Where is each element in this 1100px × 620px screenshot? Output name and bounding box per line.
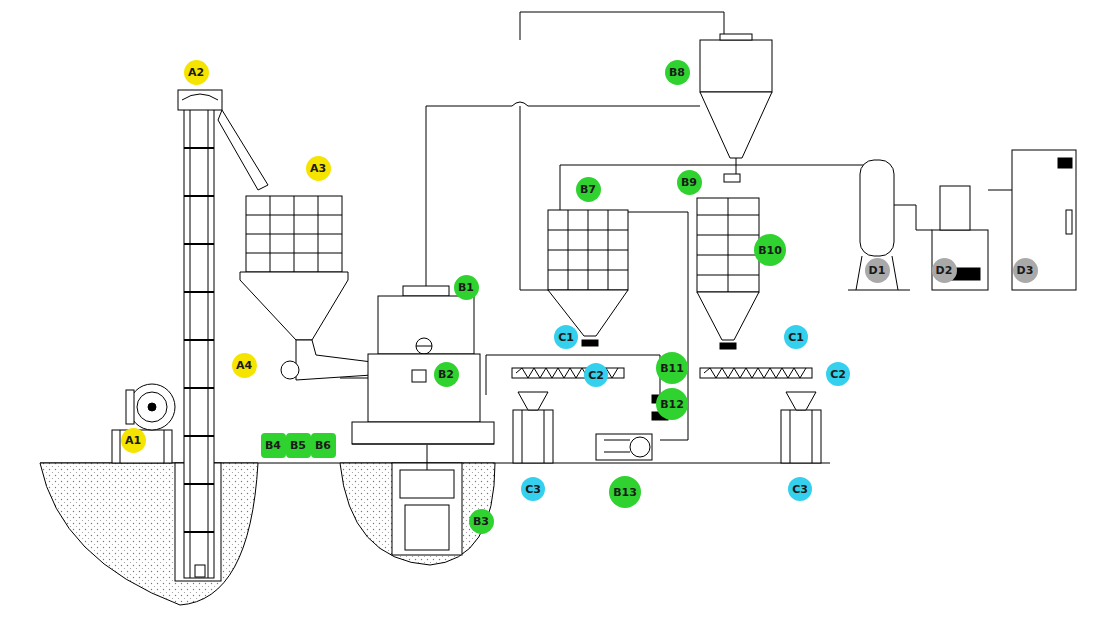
callout-number: D3 — [1013, 258, 1038, 283]
callout-number: B2 — [434, 362, 459, 387]
callout-text: B11 — [660, 363, 684, 374]
callout-text: C3 — [792, 484, 808, 495]
callout-number: B5 — [286, 433, 311, 458]
callout-text: B2 — [438, 369, 454, 380]
callout-number: A3 — [306, 156, 331, 181]
callout-text: A3 — [310, 163, 326, 174]
callout-number: B13 — [609, 476, 641, 508]
callout-number: B4 — [261, 433, 286, 458]
callout-text: B1 — [458, 282, 474, 293]
callout-number: C1 — [784, 325, 808, 349]
callout-text: B5 — [290, 440, 306, 451]
callout-text: C1 — [788, 332, 804, 343]
callout-number: C3 — [788, 477, 812, 501]
callout-number: B6 — [311, 433, 336, 458]
callout-text: C2 — [830, 369, 846, 380]
callout-number: B3 — [469, 509, 494, 534]
callout-text: B4 — [265, 440, 281, 451]
callout-text: B6 — [315, 440, 331, 451]
callout-number: A2 — [184, 60, 209, 85]
callout-text: B12 — [660, 399, 684, 410]
callout-text: B8 — [669, 67, 685, 78]
callout-number: B12 — [656, 388, 688, 420]
callout-text: D2 — [936, 265, 953, 276]
callout-number: B10 — [754, 234, 786, 266]
callout-text: B13 — [613, 487, 637, 498]
callout-number: A4 — [232, 353, 257, 378]
callout-text: C2 — [588, 370, 604, 381]
callout-number: D1 — [865, 258, 890, 283]
callout-text: B7 — [580, 184, 596, 195]
callout-number: C3 — [521, 477, 545, 501]
callout-number: B1 — [454, 275, 479, 300]
callout-number: B11 — [656, 352, 688, 384]
callout-number: C1 — [554, 325, 578, 349]
callout-text: A4 — [236, 360, 252, 371]
callout-number: B8 — [665, 60, 690, 85]
callout-number: D2 — [932, 258, 957, 283]
callout-text: A2 — [188, 67, 204, 78]
callout-text: D1 — [869, 265, 886, 276]
callout-number: B9 — [677, 170, 702, 195]
callout-number: B7 — [576, 177, 601, 202]
callout-text: B10 — [758, 245, 782, 256]
callout-number: C2 — [584, 363, 608, 387]
callout-text: D3 — [1017, 265, 1034, 276]
callout-text: A1 — [125, 435, 141, 446]
callout-text: B9 — [681, 177, 697, 188]
callout-number: A1 — [121, 428, 146, 453]
callout-text: C1 — [558, 332, 574, 343]
callout-number: C2 — [826, 362, 850, 386]
callout-text: C3 — [525, 484, 541, 495]
callout-text: B3 — [473, 516, 489, 527]
